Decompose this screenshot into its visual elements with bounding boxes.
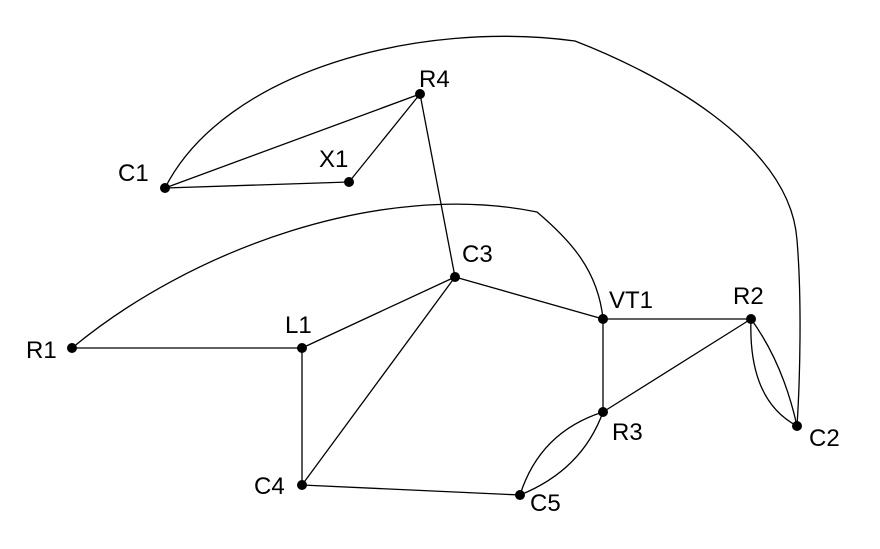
edge-c3-c4 [301,276,456,486]
node-dot-l1 [297,343,307,353]
node-dot-r1 [67,343,77,353]
node-dot-vt1 [598,314,608,324]
node-dot-r4 [415,89,425,99]
node-label-c5: C5 [530,490,561,517]
node-l1: L1 [285,312,312,353]
edge-r1-vt1 [71,203,604,349]
edge-l1-c3 [301,276,456,349]
node-vt1: VT1 [598,287,653,324]
node-label-r4: R4 [419,66,450,93]
node-c4: C4 [254,473,307,500]
node-c2: C2 [792,421,840,452]
node-label-r3: R3 [612,419,643,446]
edge-r3-r2 [602,318,752,413]
node-dot-c1 [160,183,170,193]
node-c5: C5 [515,490,561,517]
node-label-r1: R1 [26,337,57,364]
node-dot-c3 [450,272,460,282]
edges-layer [71,35,801,496]
node-dot-r3 [598,407,608,417]
edge-r2-c2 [750,318,798,427]
node-dot-c2 [792,421,802,431]
node-label-x1: X1 [319,146,348,173]
edge-x1-r4 [348,93,421,183]
node-r2: R2 [733,283,764,324]
node-c3: C3 [450,241,493,282]
node-label-c4: C4 [254,473,285,500]
edge-r4-c3 [419,93,456,278]
node-r3: R3 [598,407,643,446]
edge-c3-vt1 [454,276,604,320]
node-label-c3: C3 [462,241,493,268]
node-label-vt1: VT1 [609,287,653,314]
edge-c1-c2 [164,35,801,427]
node-dot-r2 [746,314,756,324]
node-label-l1: L1 [285,312,312,339]
node-r1: R1 [26,337,77,364]
node-dot-c5 [515,490,525,500]
node-r4: R4 [415,66,450,99]
node-x1: X1 [319,146,354,187]
node-c1: C1 [118,160,170,193]
edge-c5-r3 [519,411,604,496]
edge-r2-c2 [750,318,798,427]
node-dot-c4 [297,480,307,490]
edge-c1-x1 [164,181,350,189]
edge-c5-r3 [519,411,604,496]
node-label-c2: C2 [809,425,840,452]
node-label-c1: C1 [118,160,149,187]
node-label-r2: R2 [733,283,764,310]
edge-c4-c5 [301,484,521,496]
node-dot-x1 [344,177,354,187]
edge-c1-r4 [164,93,421,189]
